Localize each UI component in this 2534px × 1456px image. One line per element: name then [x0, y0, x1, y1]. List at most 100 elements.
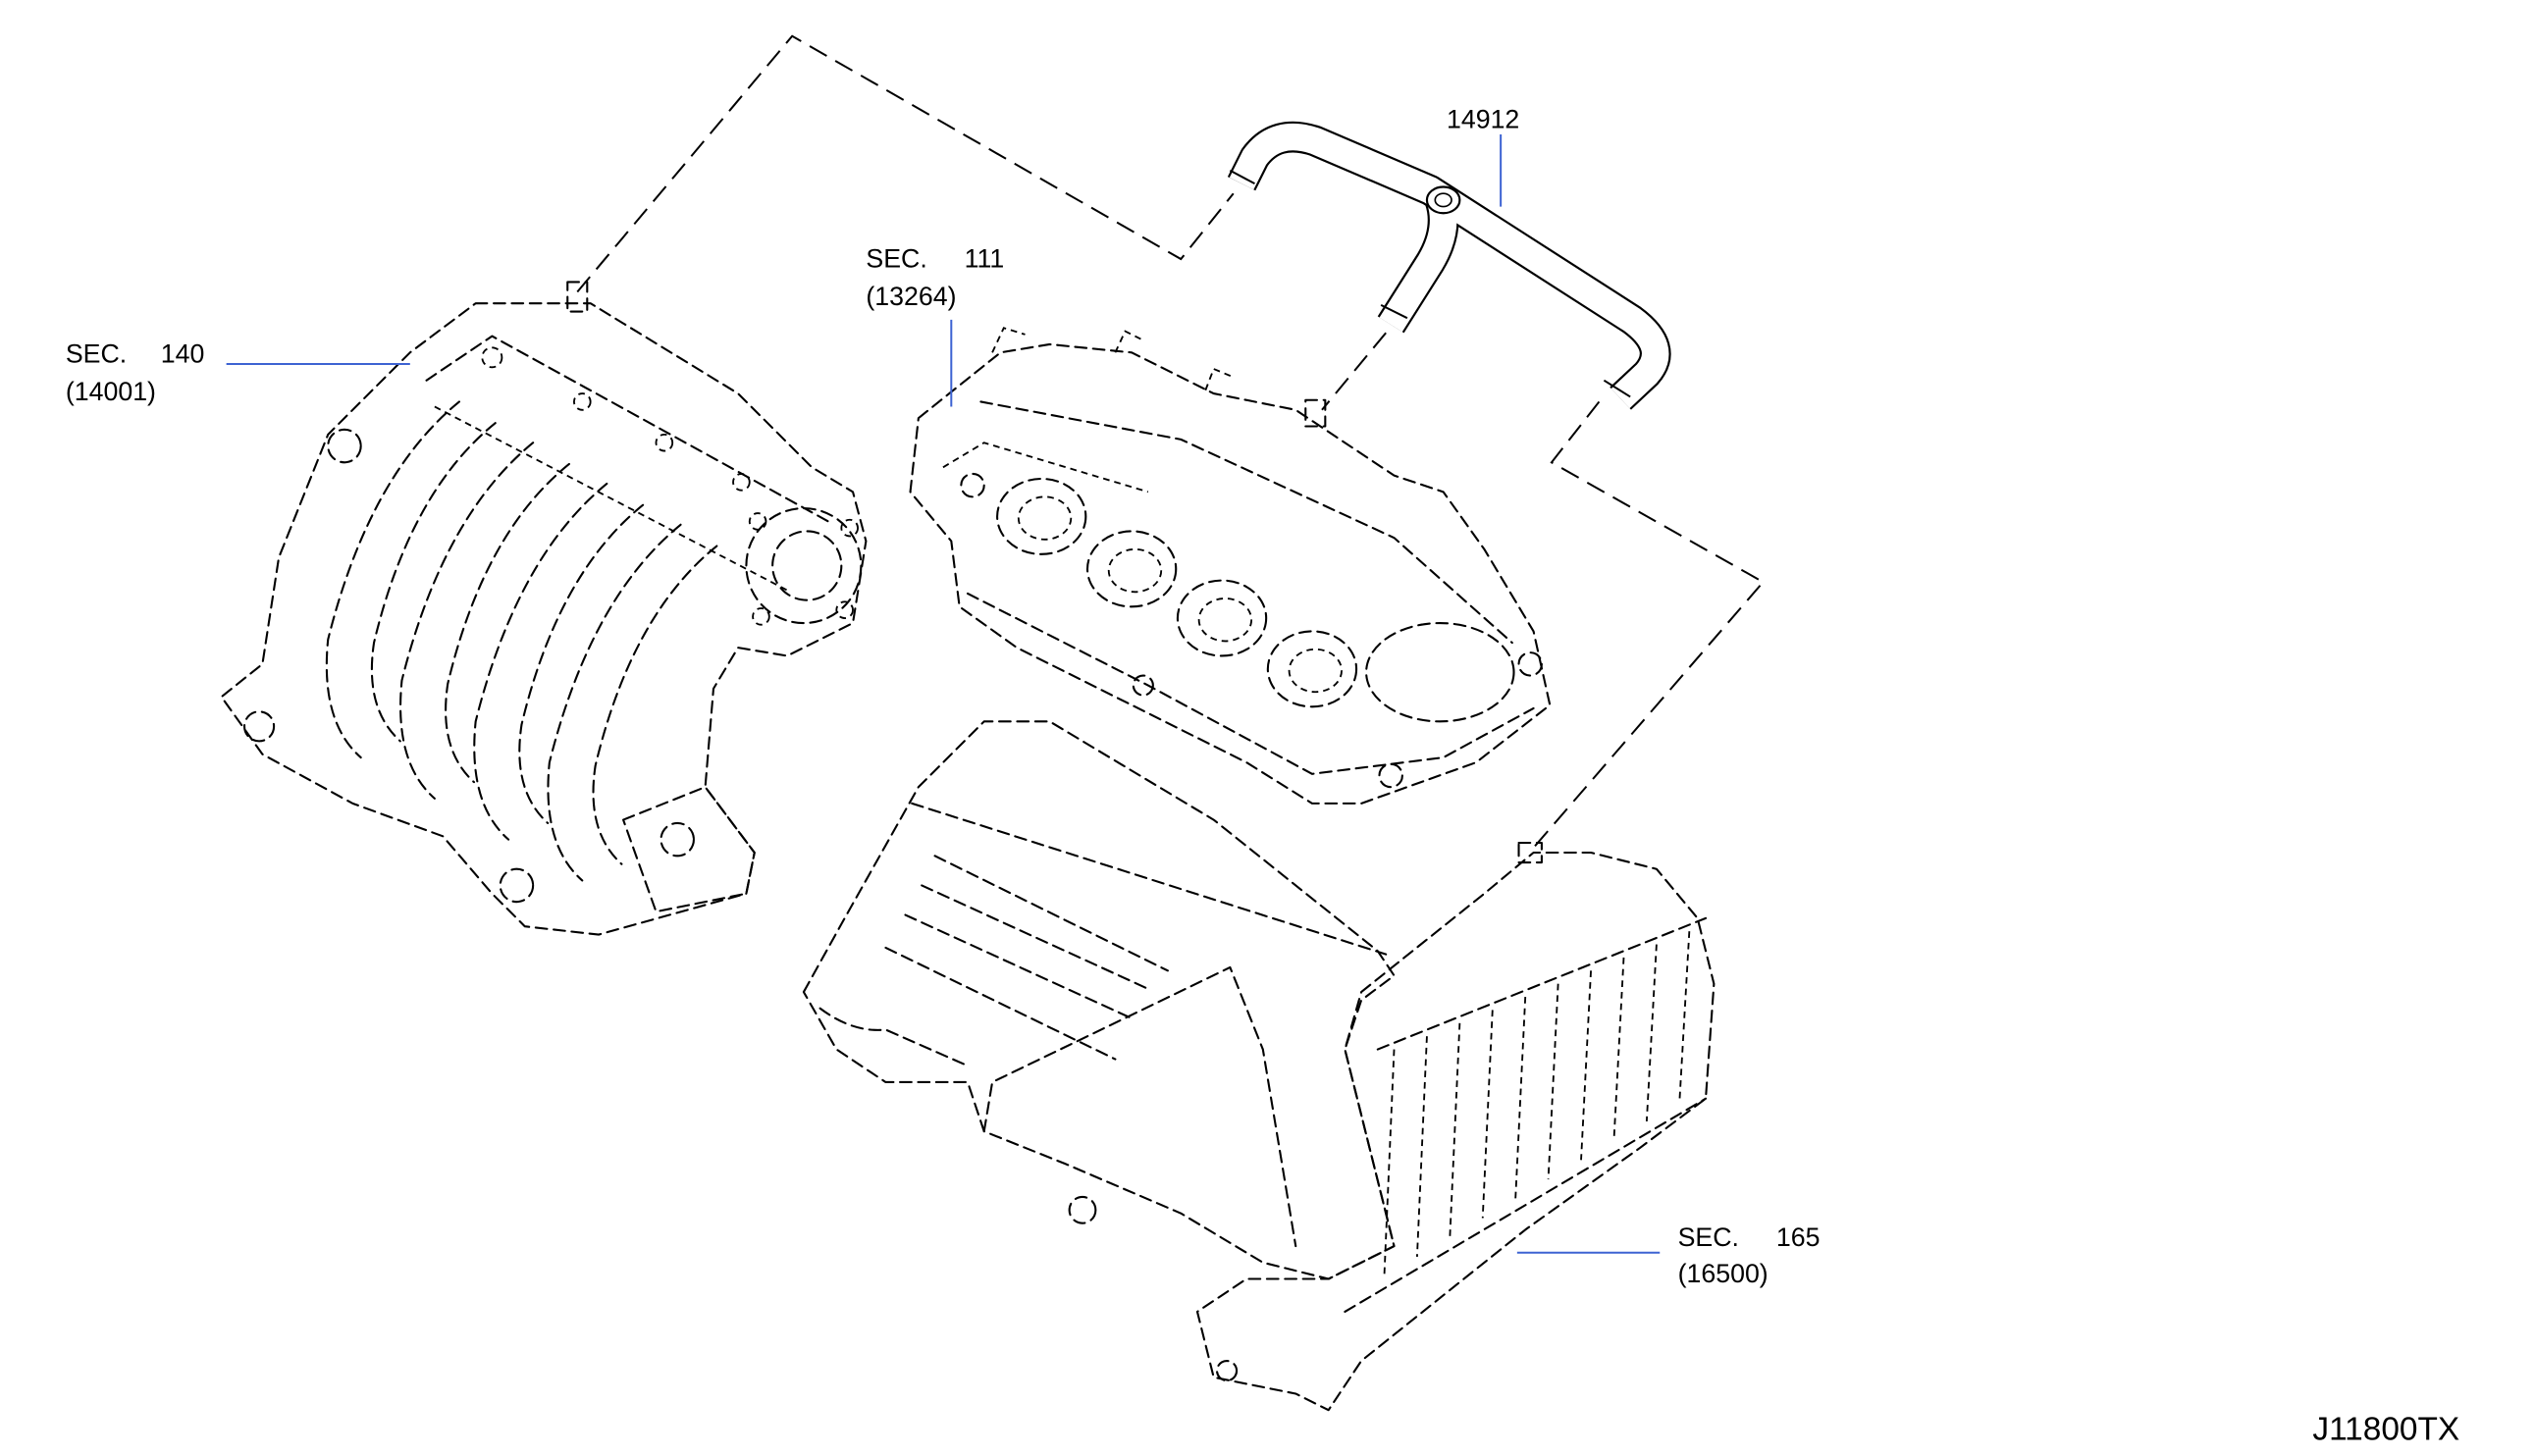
oil-pan-bottom-edge [1344, 1097, 1708, 1313]
hose-branch-fill [1379, 195, 1457, 333]
oil-pan-rib [1547, 983, 1559, 1180]
hose-cuff-right [1603, 379, 1631, 398]
valve-cover-bolt [1378, 762, 1403, 789]
manifold-boss [327, 428, 362, 464]
oil-pan-rib [1514, 997, 1527, 1199]
throttle-flange [745, 507, 863, 625]
flange-bolt-icon [748, 512, 767, 531]
valve-cover-ridge [979, 400, 1513, 645]
sec-number-140[interactable]: 140 [161, 338, 205, 368]
engine-cover[interactable] [802, 720, 1396, 1280]
intake-top-rail [425, 335, 830, 523]
pcv-hose[interactable] [1227, 121, 1671, 410]
spark-plug-well-inner [1107, 547, 1163, 594]
intake-manifold[interactable] [220, 281, 868, 936]
spark-plug-well [1085, 530, 1178, 608]
engine-cover-outline [802, 720, 1396, 1280]
valve-cover-bolt [960, 472, 985, 498]
manifold-boss [499, 867, 535, 904]
oil-pan-rib [1580, 970, 1592, 1161]
intake-runner-1a [325, 400, 460, 759]
guide-line-right [1532, 400, 1766, 849]
intake-runner-4a [547, 523, 682, 882]
hose-clamp [1425, 185, 1461, 215]
oil-pan-port [1517, 841, 1543, 864]
oil-pan-rib [1678, 931, 1691, 1103]
oil-pan-outline [1195, 851, 1716, 1412]
part-number-14912[interactable]: 14912 [1447, 104, 1519, 133]
engine-cover-rib [933, 855, 1169, 972]
valve-cover[interactable] [909, 327, 1552, 805]
manifold-boss [242, 710, 276, 743]
guide-line-left [576, 34, 1235, 293]
intake-runner-2a [399, 442, 535, 800]
spark-plug-well [1176, 579, 1268, 657]
sec-number-111[interactable]: 111 [965, 243, 1005, 273]
sec-ref-165: (16500) [1678, 1259, 1769, 1288]
flange-bolt-icon [752, 607, 770, 626]
pcv-port [1304, 398, 1327, 428]
manifold-top-bolt [573, 392, 592, 411]
valve-cover-flange [966, 592, 1535, 775]
manifold-top-bolt [481, 346, 503, 369]
engine-cover-mount [1068, 1195, 1097, 1224]
oil-pan-rib [1481, 1010, 1494, 1219]
oil-pan-rib [1645, 944, 1658, 1121]
engine-cover-rib [884, 946, 1117, 1061]
sec-label-111: SEC. [866, 243, 926, 273]
flange-bolt-icon [835, 600, 854, 619]
manifold-boss [660, 821, 695, 858]
spark-plug-well [996, 477, 1087, 555]
intake-top-edge [434, 405, 788, 592]
oil-pan-ribs [1383, 931, 1691, 1276]
spark-plug-well-inner [1017, 495, 1073, 541]
engine-cover-base [818, 1007, 970, 1067]
spark-plug-well-inner [1288, 648, 1343, 694]
intake-runner-1b [370, 422, 497, 743]
manifold-nipple [566, 281, 589, 313]
intake-runner-3b [518, 503, 645, 824]
intake-runner-3a [473, 482, 608, 841]
sec-label-140: SEC. [66, 338, 127, 368]
oil-pan-rib [1449, 1022, 1461, 1238]
hose-clamp-inner [1434, 192, 1452, 208]
oil-pan-top-edge [1376, 916, 1708, 1051]
hose-main-outline [1227, 121, 1671, 410]
intake-runner-4b [592, 545, 718, 865]
valve-cover-bolt [1132, 674, 1154, 697]
oil-pan-rib [1383, 1049, 1396, 1276]
throttle-bore [771, 530, 843, 601]
sec-ref-140: (14001) [66, 377, 156, 406]
manifold-top-bolt [655, 433, 674, 452]
valve-cover-dome [1365, 622, 1515, 723]
valve-cover-outline [909, 342, 1552, 805]
hose-cuff-left [1229, 169, 1255, 185]
valve-cover-edge [942, 442, 1149, 494]
spark-plug-well [1266, 630, 1358, 708]
hose-main-fill [1229, 123, 1669, 409]
routing-guides [576, 34, 1766, 849]
engine-cover-top-edge [911, 802, 1388, 956]
flange-bolt-icon [840, 518, 859, 538]
sec-number-165[interactable]: 165 [1776, 1222, 1821, 1252]
engine-cover-rib [904, 913, 1136, 1021]
intake-manifold-outline [220, 302, 868, 936]
oil-pan-drain [1215, 1360, 1239, 1382]
hose-cuff-branch [1380, 303, 1408, 320]
guide-line-branch [1321, 332, 1387, 411]
manifold-bracket [622, 786, 756, 913]
oil-pan[interactable] [1195, 841, 1716, 1412]
manifold-top-bolt [732, 473, 751, 492]
sec-ref-111: (13264) [866, 282, 956, 311]
spark-plug-well-inner [1197, 598, 1253, 643]
valve-cover-bolt [1517, 651, 1543, 677]
intake-runner-2b [445, 462, 570, 784]
oil-pan-rib [1415, 1036, 1428, 1257]
oil-pan-rib [1612, 957, 1625, 1141]
diagram-code: J11800TX [2312, 1411, 2459, 1447]
engine-cover-side [982, 965, 1297, 1248]
engine-cover-rib [921, 884, 1153, 992]
valve-cover-tabs [991, 327, 1235, 391]
sec-label-165: SEC. [1678, 1222, 1739, 1252]
